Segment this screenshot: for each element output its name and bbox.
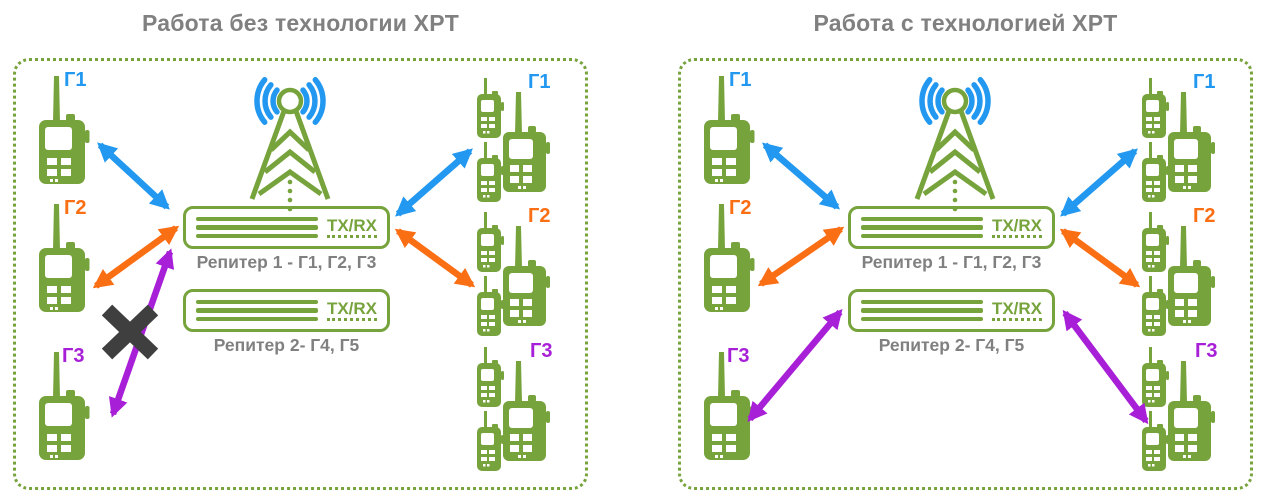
arrow-g1-left	[97, 142, 170, 210]
antenna-tower-icon	[252, 80, 328, 212]
channel-bars-icon	[861, 216, 983, 239]
arrow-g3-left	[747, 309, 843, 422]
diagram-art	[704, 76, 1215, 471]
txrx-label: TX/RX	[991, 299, 1042, 322]
group-label-g2-left: Г2	[729, 197, 752, 219]
group-label-g2-right: Г2	[1193, 205, 1216, 227]
radio-handheld-small-icon	[477, 142, 504, 202]
group-label-g2-left: Г2	[64, 197, 87, 219]
channel-bars-icon	[196, 216, 318, 239]
radio-handheld-small-icon	[477, 276, 504, 336]
repeater-1-box: TX/RX	[183, 206, 390, 249]
group-label-g1-left: Г1	[729, 69, 752, 91]
radio-handheld-small-icon	[477, 78, 504, 138]
arrow-g2-right	[394, 228, 476, 288]
panel-with-xpt: Работа с технологией XPT TX/RX Репитер 1…	[665, 0, 1280, 497]
radio-handheld-icon	[39, 352, 90, 460]
group-label-g3-right: Г3	[1195, 340, 1218, 362]
radio-handheld-small-icon	[1142, 78, 1169, 138]
repeater-1-box: TX/RX	[848, 206, 1055, 249]
arrow-g2-left	[757, 226, 845, 287]
txrx-label: TX/RX	[326, 299, 377, 322]
radio-handheld-icon	[704, 76, 755, 184]
group-label-g1-right: Г1	[1193, 71, 1216, 93]
radio-handheld-small-icon	[1142, 276, 1169, 336]
radio-handheld-small-icon	[477, 411, 504, 471]
repeater-1-label: Репитер 1 - Г1, Г2, Г3	[196, 252, 377, 272]
group-label-g1-left: Г1	[64, 69, 87, 91]
arrow-g1-right	[1060, 148, 1138, 217]
radio-handheld-small-icon	[1142, 142, 1169, 202]
radio-handheld-small-icon	[477, 212, 504, 272]
arrow-g1-left	[762, 142, 840, 210]
channel-bars-icon	[196, 299, 318, 322]
group-label-g3-right: Г3	[530, 340, 553, 362]
arrow-g2-right	[1059, 228, 1141, 288]
group-label-g2-right: Г2	[528, 205, 551, 227]
arrow-g3-right	[1062, 309, 1149, 425]
repeater-2-label: Репитер 2- Г4, Г5	[878, 335, 1025, 355]
radio-handheld-icon	[1168, 226, 1215, 326]
panel-boundary	[678, 58, 1253, 490]
radio-handheld-icon	[39, 204, 90, 312]
repeater-2-label: Репитер 2- Г4, Г5	[213, 335, 360, 355]
radio-handheld-icon	[39, 76, 90, 184]
txrx-label: TX/RX	[991, 216, 1042, 239]
radio-handheld-small-icon	[1142, 212, 1169, 272]
radio-handheld-icon	[503, 226, 550, 326]
repeater-2-box: TX/RX	[848, 289, 1055, 332]
group-label-g1-right: Г1	[528, 71, 551, 93]
radio-handheld-small-icon	[477, 347, 504, 407]
radio-handheld-icon	[704, 352, 755, 460]
radio-handheld-icon	[503, 92, 550, 192]
radio-handheld-icon	[1168, 92, 1215, 192]
arrow-g1-right	[395, 148, 473, 217]
panel-boundary	[13, 58, 588, 490]
group-label-g3-left: Г3	[62, 345, 85, 367]
radio-handheld-small-icon	[1142, 347, 1169, 407]
radio-handheld-icon	[503, 361, 550, 461]
panel-title: Работа без технологии XPT	[141, 10, 460, 36]
antenna-tower-icon	[917, 80, 993, 212]
blocked-cross-icon	[101, 304, 159, 360]
repeater-1-label: Репитер 1 - Г1, Г2, Г3	[861, 252, 1042, 272]
repeater-2-box: TX/RX	[183, 289, 390, 332]
group-label-g3-left: Г3	[727, 345, 750, 367]
panel-title: Работа с технологией XPT	[813, 10, 1118, 36]
panel-without-xpt: Работа без технологии XPT TX/RX Репитер …	[0, 0, 622, 497]
diagram-art	[39, 76, 550, 471]
radio-handheld-icon	[704, 204, 755, 312]
channel-bars-icon	[861, 299, 983, 322]
radio-handheld-icon	[1168, 361, 1215, 461]
txrx-label: TX/RX	[326, 216, 377, 239]
